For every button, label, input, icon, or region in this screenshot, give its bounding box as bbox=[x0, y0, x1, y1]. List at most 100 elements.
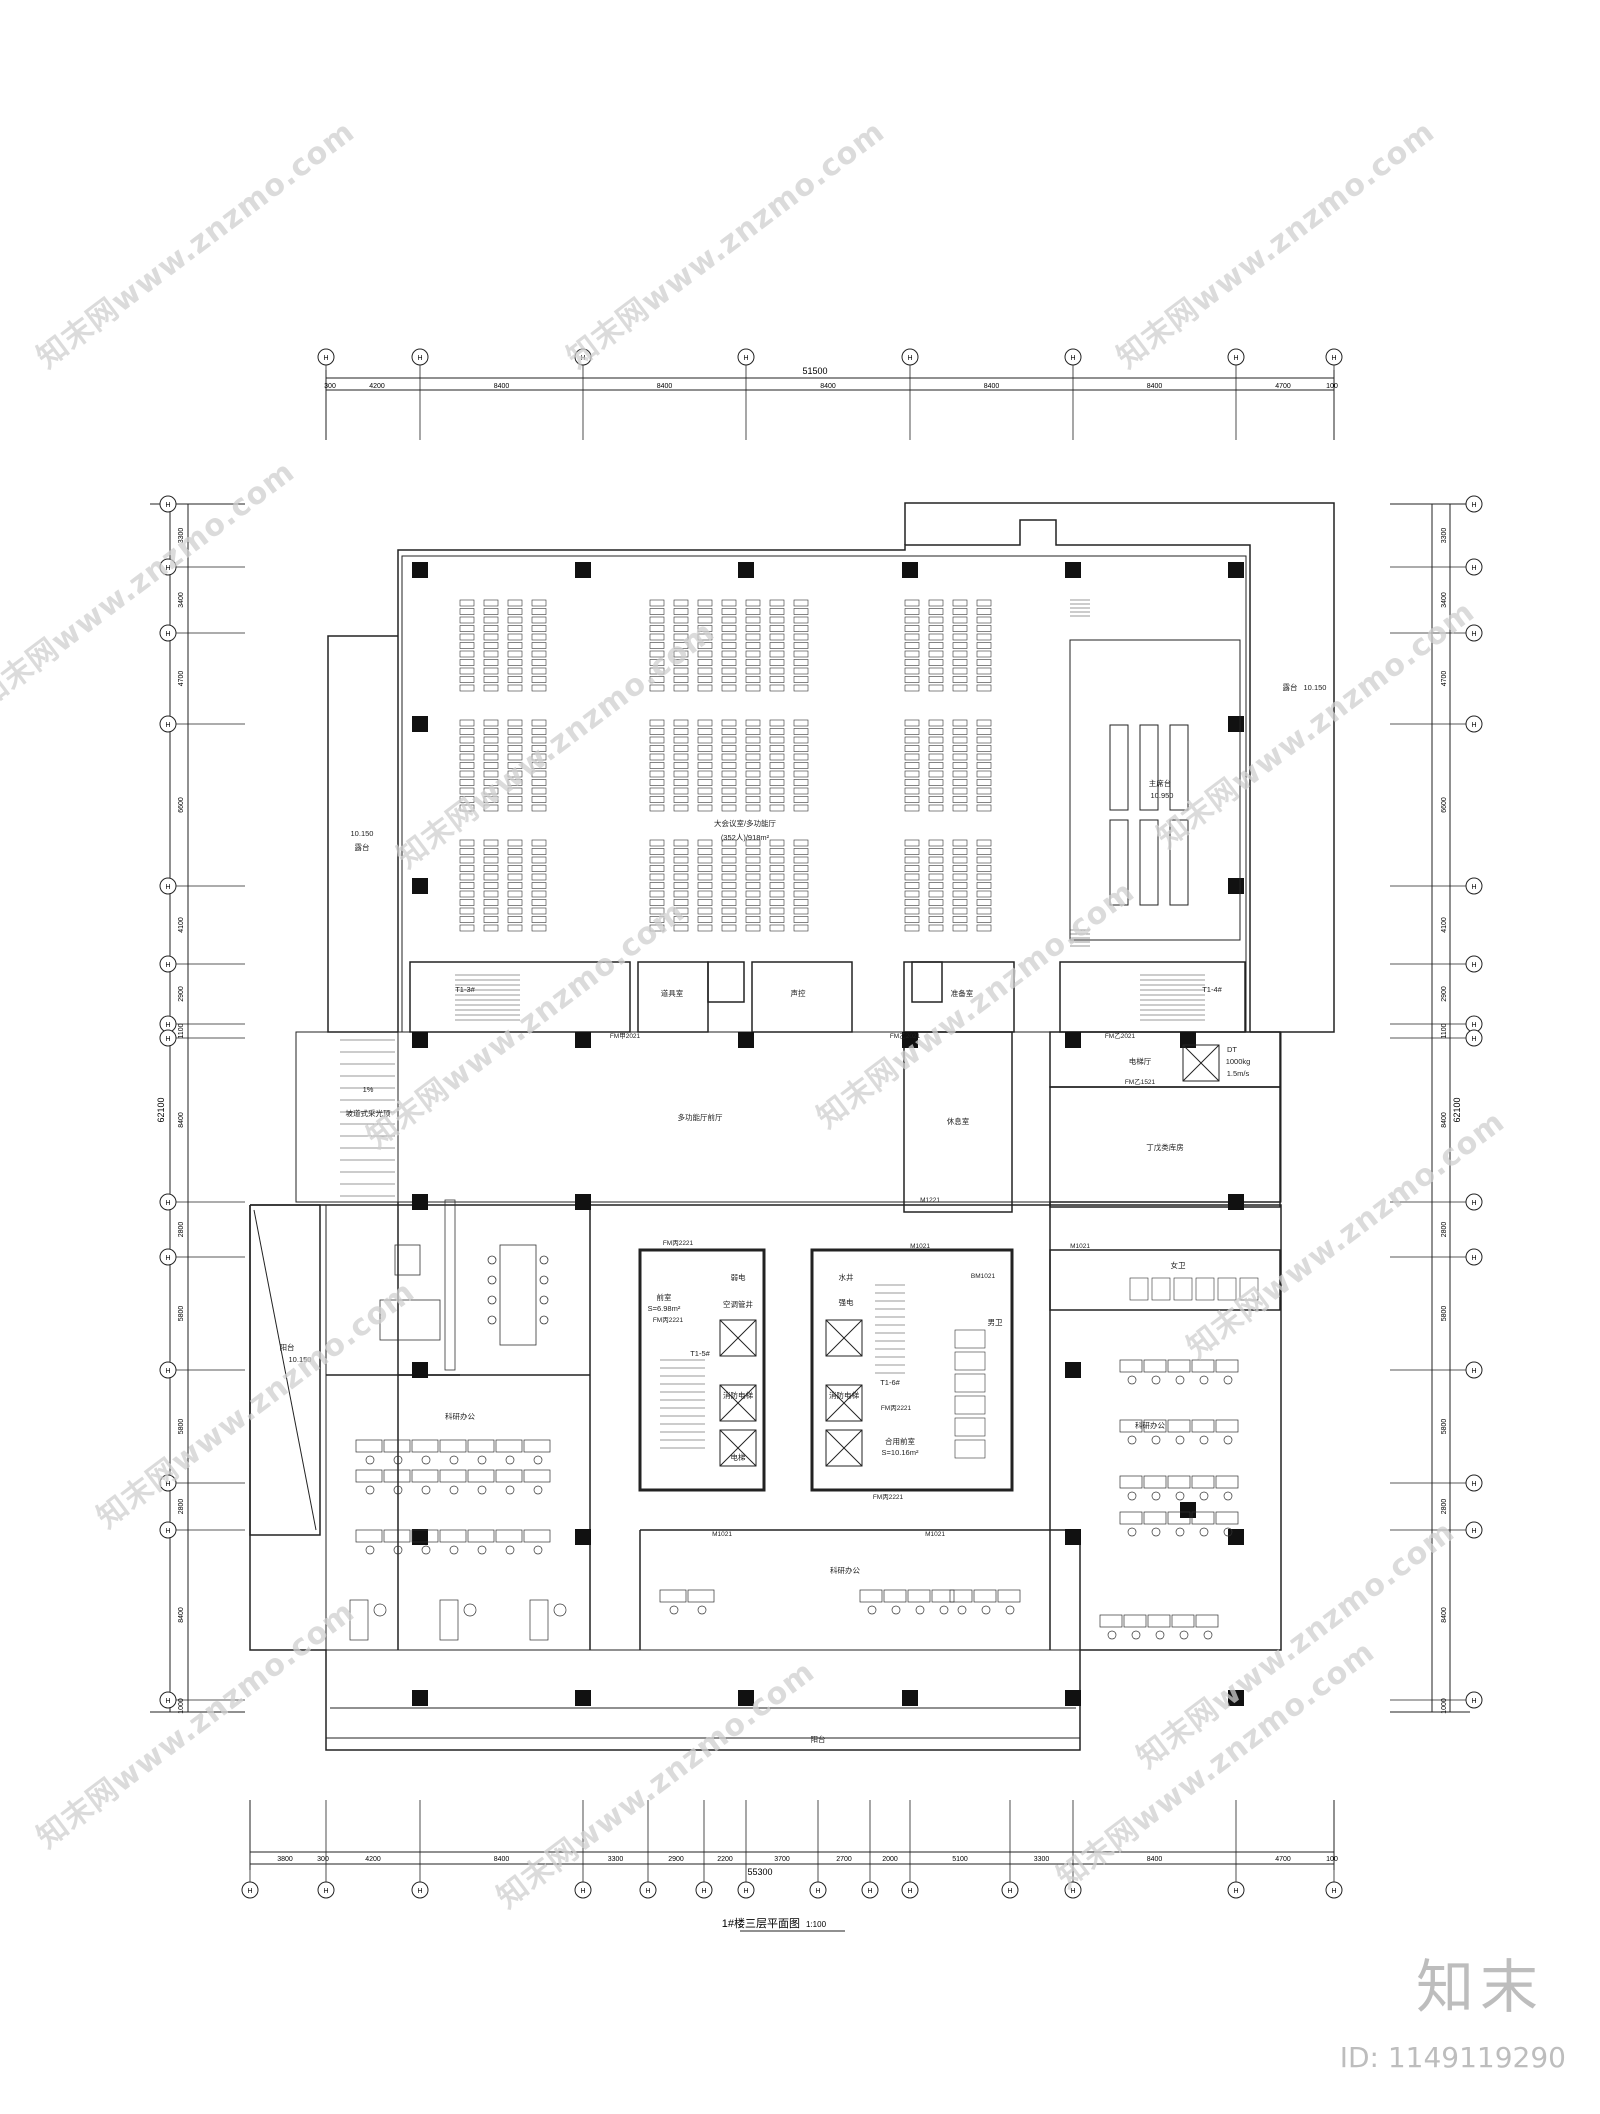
seat bbox=[793, 839, 809, 847]
door-tag: M1221 bbox=[920, 1197, 940, 1204]
seat bbox=[904, 676, 920, 683]
seat bbox=[483, 865, 499, 872]
axis-bubble-mark: H bbox=[580, 1888, 585, 1895]
seat bbox=[697, 873, 713, 881]
sofa bbox=[439, 1599, 459, 1641]
seat bbox=[952, 642, 968, 649]
seat bbox=[721, 762, 737, 769]
seat bbox=[976, 848, 992, 855]
seat bbox=[507, 745, 523, 752]
seat bbox=[649, 676, 665, 683]
seat bbox=[745, 667, 761, 675]
seat bbox=[507, 882, 523, 889]
seat bbox=[673, 890, 689, 898]
bottom-span-dimension: 2700 bbox=[836, 1856, 852, 1863]
seat bbox=[649, 890, 665, 898]
balcony-left-elevation: 10.150 bbox=[289, 1355, 312, 1364]
ramp-label: 坡道式采光顶 bbox=[346, 1108, 391, 1118]
seat bbox=[721, 865, 737, 872]
seat bbox=[507, 787, 523, 795]
toilet-stall bbox=[1129, 1277, 1149, 1301]
chair bbox=[1151, 1491, 1161, 1501]
bottom-span-dimension: 2000 bbox=[882, 1856, 898, 1863]
seat bbox=[928, 848, 944, 855]
left-span-dimension: 1000 bbox=[178, 1698, 185, 1714]
seat bbox=[745, 796, 761, 803]
seat bbox=[649, 684, 665, 692]
seat bbox=[952, 924, 968, 932]
seat bbox=[531, 899, 547, 906]
seat bbox=[721, 736, 737, 744]
desk bbox=[931, 1589, 955, 1603]
seat bbox=[769, 796, 785, 803]
seat bbox=[745, 873, 761, 881]
seat bbox=[769, 848, 785, 855]
seat bbox=[507, 890, 523, 898]
axis-bubble-mark: H bbox=[907, 1888, 912, 1895]
chair bbox=[477, 1485, 487, 1495]
seat bbox=[507, 873, 523, 881]
axis-bubble-mark: H bbox=[1471, 1528, 1476, 1535]
desk bbox=[1167, 1511, 1191, 1525]
seat bbox=[531, 616, 547, 624]
seat bbox=[904, 839, 920, 847]
seat bbox=[531, 684, 547, 692]
seat bbox=[928, 667, 944, 675]
seat bbox=[976, 719, 992, 727]
seat bbox=[928, 659, 944, 666]
seat bbox=[976, 667, 992, 675]
seat bbox=[507, 907, 523, 915]
seat bbox=[531, 745, 547, 752]
seat bbox=[649, 796, 665, 803]
chair bbox=[1131, 1630, 1141, 1640]
seat bbox=[697, 728, 713, 735]
balcony-bottom-label: 阳台 bbox=[811, 1734, 826, 1744]
left-span-dimension: 2900 bbox=[178, 986, 185, 1002]
bottom-span-dimension: 3800 bbox=[277, 1856, 293, 1863]
seat bbox=[952, 873, 968, 881]
seat bbox=[793, 667, 809, 675]
seat bbox=[459, 616, 475, 624]
seat bbox=[459, 848, 475, 855]
desk bbox=[495, 1469, 523, 1483]
seat bbox=[531, 676, 547, 683]
seat bbox=[793, 745, 809, 752]
seat bbox=[769, 633, 785, 641]
seat bbox=[769, 608, 785, 615]
stairs bbox=[340, 599, 1259, 1459]
seat bbox=[649, 779, 665, 786]
seat bbox=[697, 667, 713, 675]
seat bbox=[745, 650, 761, 658]
seat bbox=[904, 667, 920, 675]
seat bbox=[904, 924, 920, 932]
seat bbox=[483, 599, 499, 607]
seat bbox=[697, 916, 713, 923]
seat bbox=[976, 899, 992, 906]
seat bbox=[673, 762, 689, 769]
seat bbox=[928, 642, 944, 649]
axis-bubble-mark: H bbox=[165, 1368, 170, 1375]
seat bbox=[769, 650, 785, 658]
seat bbox=[976, 625, 992, 632]
seat bbox=[673, 839, 689, 847]
seat bbox=[531, 873, 547, 881]
dt-speed: 1.5m/s bbox=[1227, 1069, 1250, 1078]
seat bbox=[483, 856, 499, 864]
seat bbox=[976, 865, 992, 872]
desk bbox=[883, 1589, 907, 1603]
chair bbox=[1005, 1605, 1015, 1615]
seat bbox=[697, 736, 713, 744]
seat bbox=[721, 804, 737, 812]
seat bbox=[507, 684, 523, 692]
seat bbox=[721, 719, 737, 727]
seat bbox=[928, 890, 944, 898]
seat bbox=[769, 736, 785, 744]
chair bbox=[477, 1455, 487, 1465]
seat bbox=[769, 684, 785, 692]
seat bbox=[531, 599, 547, 607]
chair bbox=[533, 1455, 543, 1465]
desk bbox=[1099, 1614, 1123, 1628]
seat bbox=[673, 667, 689, 675]
seat bbox=[769, 916, 785, 923]
seat bbox=[697, 676, 713, 683]
